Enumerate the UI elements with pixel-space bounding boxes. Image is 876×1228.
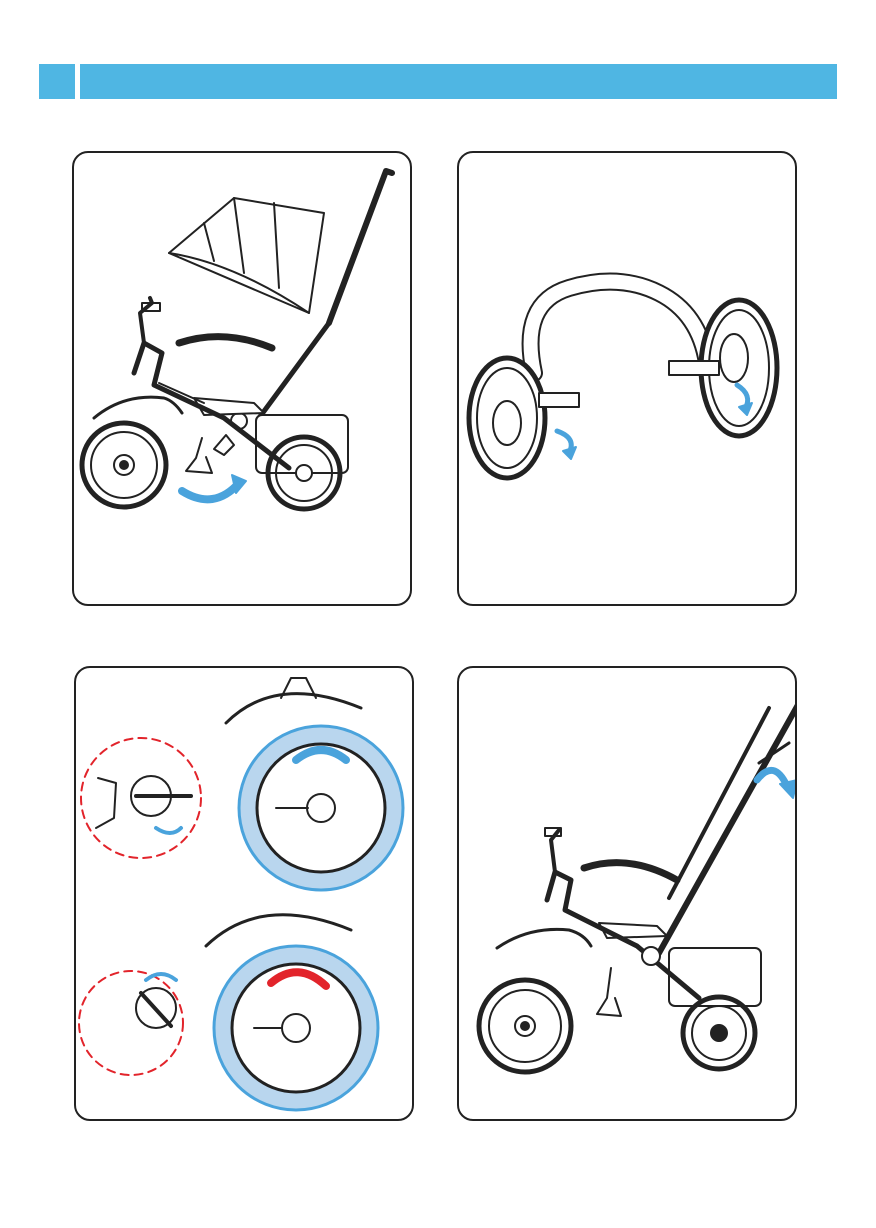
section-header-bar <box>80 64 837 99</box>
front-wheel-unlocked-icon <box>226 678 403 890</box>
panel-3 <box>74 666 414 1121</box>
canopy-icon <box>169 198 324 313</box>
rear-wheel-icon <box>469 358 545 478</box>
tricycle-icon <box>74 153 412 606</box>
footrest-fold-arrow-icon <box>182 483 239 499</box>
panel-4 <box>457 666 797 1121</box>
front-wheel-locked-icon <box>206 915 378 1110</box>
step-number-badge <box>39 64 75 99</box>
panel-2 <box>457 151 797 606</box>
lock-knob-detail-icon <box>79 738 201 1075</box>
tricycle-icon <box>459 668 797 1121</box>
rear-axle-icon <box>459 153 797 606</box>
panel-1 <box>72 151 412 606</box>
